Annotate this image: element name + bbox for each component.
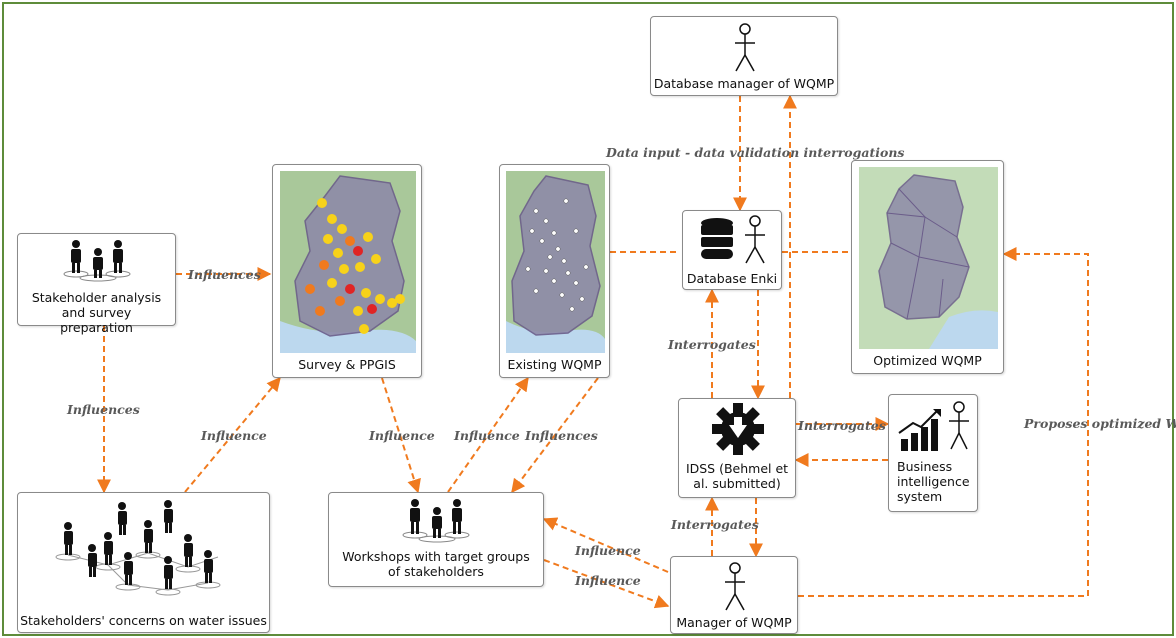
node-database-enki: Database Enki [682, 210, 782, 290]
actor-icon [725, 562, 745, 611]
node-survey-ppgis: Survey & PPGIS [272, 164, 422, 378]
edge-label-proposes: Proposes optimized WQMP [1024, 416, 1176, 431]
edge-label-influence-left: Influence [201, 428, 267, 443]
node-optimized-wqmp: Optimized WQMP [851, 160, 1004, 374]
database-icon [701, 215, 765, 264]
node-label: Business intelligence system [897, 459, 970, 504]
edge-label-influences-existing: Influences [525, 428, 598, 443]
node-stakeholders-concerns: Stakeholders' concerns on water issues [17, 492, 270, 633]
node-idss: IDSS (Behmel et al. submitted) [678, 398, 796, 498]
arrow-concerns-to-survey [184, 376, 281, 493]
node-label: Manager of WQMP [676, 615, 792, 630]
optimized-map-image [859, 167, 998, 349]
arrow-existing-to-workshops [511, 377, 599, 494]
existing-map-image [506, 171, 605, 353]
edge-label-influences-right: Influences [188, 267, 261, 282]
survey-map-image [280, 171, 416, 353]
node-workshops: Workshops with target groups of stakehol… [328, 492, 544, 587]
edge-label-interrogates-db: Interrogates [668, 337, 756, 352]
arrow-workshops-to-existing [447, 376, 529, 493]
node-label: Stakeholder analysis and survey preparat… [31, 290, 162, 335]
arrow-workshops-to-manager [543, 559, 670, 609]
node-database-manager: Database manager of WQMP [650, 16, 838, 96]
arrow-manager-to-optimized [798, 247, 1089, 597]
node-label: IDSS (Behmel et al. submitted) [685, 461, 789, 491]
node-label: Stakeholders' concerns on water issues [20, 613, 267, 628]
survey-pins [305, 198, 405, 334]
edge-label-influence-workshop-1: Influence [575, 543, 641, 558]
gear-icon [712, 403, 764, 455]
edge-label-influence-existing: Influence [454, 428, 520, 443]
node-label: Database Enki [686, 271, 778, 286]
node-label: Survey & PPGIS [298, 357, 396, 372]
people-group-icon [63, 240, 131, 282]
crowd-network-icon [55, 500, 221, 596]
existing-stations [525, 198, 589, 312]
node-label: Database manager of WQMP [653, 76, 835, 91]
actor-icon [735, 23, 755, 72]
people-group-icon [402, 499, 470, 543]
node-stakeholder-analysis: Stakeholder analysis and survey preparat… [17, 233, 176, 335]
bar-chart-growth-icon [898, 401, 969, 451]
node-business-intelligence: Business intelligence system [888, 394, 978, 512]
edge-label-interrogates-idss: Interrogates [671, 517, 759, 532]
edge-label-data-input: Data input - data validation interrogati… [606, 145, 905, 160]
node-label: Existing WQMP [507, 357, 602, 372]
node-existing-wqmp: Existing WQMP [499, 164, 610, 378]
arrow-manager-to-workshops [542, 517, 669, 573]
edge-label-influence-workshop-2: Influence [575, 573, 641, 588]
edge-label-interrogates-bi: Interrogates [798, 418, 886, 433]
node-label: Optimized WQMP [873, 353, 982, 368]
edge-label-influence-survey: Influence [369, 428, 435, 443]
node-label: Workshops with target groups of stakehol… [342, 549, 530, 579]
node-manager-wqmp: Manager of WQMP [670, 556, 798, 634]
edge-label-influences-down: Influences [67, 402, 140, 417]
